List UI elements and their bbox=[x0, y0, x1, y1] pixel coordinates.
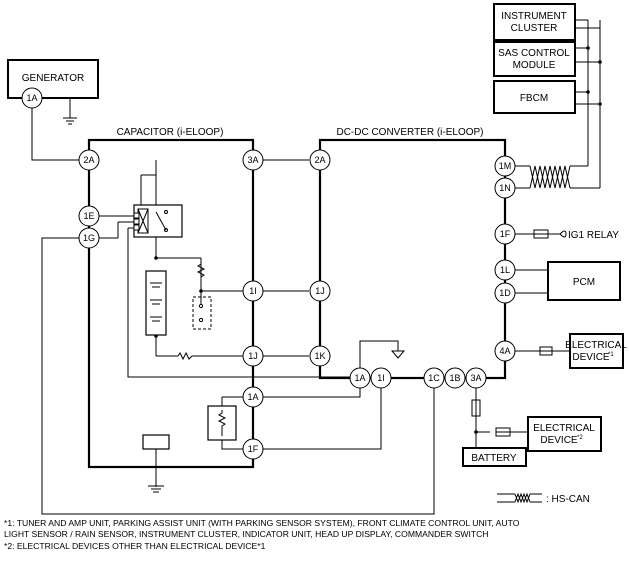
pin-dcdc-2a: 2A bbox=[309, 149, 331, 171]
svg-text:1K: 1K bbox=[314, 351, 325, 361]
fbcm-label: FBCM bbox=[520, 93, 548, 104]
capacitor-bottom-module bbox=[142, 434, 170, 450]
footnote-2: *2: ELECTRICAL DEVICES OTHER THAN ELECTR… bbox=[4, 541, 266, 551]
pin-dcdc-bottom-1c: 1C bbox=[423, 367, 445, 389]
svg-text:1I: 1I bbox=[377, 373, 385, 383]
svg-text:2A: 2A bbox=[314, 155, 325, 165]
fuse-icon bbox=[495, 427, 511, 437]
wires bbox=[31, 19, 601, 515]
hs-can-twist bbox=[529, 165, 571, 189]
svg-text:1I: 1I bbox=[249, 286, 257, 296]
capacitor-cells bbox=[145, 270, 167, 336]
svg-text:1N: 1N bbox=[499, 183, 511, 193]
ig1-relay-label: IG1 RELAY bbox=[568, 230, 619, 241]
pin-dcdc-bottom-3a: 3A bbox=[465, 367, 487, 389]
capacitor-ground bbox=[148, 467, 164, 493]
dcdc-converter-box bbox=[318, 138, 507, 380]
svg-text:2A: 2A bbox=[83, 155, 94, 165]
pcm-label: PCM bbox=[573, 277, 595, 288]
generator-label: GENERATOR bbox=[22, 73, 84, 84]
pin-dcdc-bottom-1i: 1I bbox=[370, 367, 392, 389]
fbcm-box bbox=[493, 80, 576, 114]
electrical-device-2-label: DEVICE bbox=[540, 435, 578, 446]
capacitor-box bbox=[87, 138, 255, 469]
pin-dcdc-1n: 1N bbox=[494, 177, 516, 199]
instrument-cluster-label: INSTRUMENT bbox=[501, 11, 567, 22]
sas-control-module-label: MODULE bbox=[513, 60, 556, 71]
footnote-1-line-1: *1: TUNER AND AMP UNIT, PARKING ASSIST U… bbox=[4, 518, 520, 528]
svg-text:1C: 1C bbox=[428, 373, 440, 383]
pin-capacitor-1j: 1J bbox=[242, 345, 264, 367]
electrical-device-1-box bbox=[569, 333, 624, 369]
electrical-device-2-box bbox=[527, 416, 602, 452]
pin-capacitor-3a: 3A bbox=[242, 149, 264, 171]
pin-capacitor-1i: 1I bbox=[242, 280, 264, 302]
junction-dots bbox=[154, 46, 602, 434]
instrument-cluster-box bbox=[493, 3, 576, 41]
pin-capacitor-1f: 1F bbox=[242, 438, 264, 460]
pin-dcdc-4a: 4A bbox=[494, 340, 516, 362]
capacitor-relay bbox=[133, 204, 183, 238]
pin-dcdc-1f: 1F bbox=[494, 223, 516, 245]
svg-text:1E: 1E bbox=[83, 211, 94, 221]
pin-capacitor-1a: 1A bbox=[242, 386, 264, 408]
fuse-icon bbox=[539, 346, 553, 356]
svg-text:1B: 1B bbox=[449, 373, 460, 383]
svg-text:1A: 1A bbox=[247, 392, 258, 402]
pin-dcdc-1d: 1D bbox=[494, 282, 516, 304]
hs-can-legend: : HS-CAN bbox=[497, 492, 590, 505]
pin-dcdc-1j: 1J bbox=[309, 280, 331, 302]
svg-text:3A: 3A bbox=[247, 155, 258, 165]
fuse-icon bbox=[533, 229, 549, 239]
electrical-device-1-label: DEVICE bbox=[572, 352, 610, 363]
svg-text:1M: 1M bbox=[499, 161, 512, 171]
pin-capacitor-2a: 2A bbox=[78, 149, 100, 171]
electrical-device-1-label: ELECTRICAL bbox=[565, 340, 627, 351]
battery-box bbox=[462, 447, 527, 467]
electrical-device-2-label: ELECTRICAL bbox=[533, 423, 595, 434]
svg-text:1L: 1L bbox=[500, 265, 510, 275]
capacitor-resistor-switch bbox=[177, 258, 212, 361]
fuse-icon bbox=[471, 399, 481, 417]
svg-text:1F: 1F bbox=[500, 229, 511, 239]
electrical-device-2-footnote: *2 bbox=[577, 435, 583, 441]
svg-text:1A: 1A bbox=[26, 93, 37, 103]
svg-text:1G: 1G bbox=[83, 233, 95, 243]
pcm-box bbox=[547, 261, 621, 301]
svg-text:4A: 4A bbox=[499, 346, 510, 356]
capacitor-title: CAPACITOR (i-ELOOP) bbox=[117, 127, 224, 138]
svg-text:1F: 1F bbox=[248, 444, 259, 454]
relay-arrow-icon bbox=[559, 230, 567, 238]
dcdc-title: DC-DC CONVERTER (i-ELOOP) bbox=[336, 127, 483, 138]
pin-dcdc-1m: 1M bbox=[494, 155, 516, 177]
dcdc-ground-symbol bbox=[390, 348, 406, 359]
svg-text:1A: 1A bbox=[354, 373, 365, 383]
svg-text:3A: 3A bbox=[470, 373, 481, 383]
pin-capacitor-1g: 1G bbox=[78, 227, 100, 249]
generator-box bbox=[7, 59, 99, 99]
sas-control-module-label: SAS CONTROL bbox=[498, 48, 570, 59]
pin-generator-1a: 1A bbox=[21, 87, 43, 109]
footnote-1-line-2: LIGHT SENSOR / RAIN SENSOR, INSTRUMENT C… bbox=[4, 529, 489, 539]
battery-label: BATTERY bbox=[471, 453, 517, 464]
instrument-cluster-label: CLUSTER bbox=[511, 23, 558, 34]
hs-can-legend-label: : HS-CAN bbox=[546, 494, 590, 505]
pin-dcdc-bottom-1a: 1A bbox=[349, 367, 371, 389]
pin-dcdc-1k: 1K bbox=[309, 345, 331, 367]
svg-text:1J: 1J bbox=[315, 286, 325, 296]
pin-capacitor-1e: 1E bbox=[78, 205, 100, 227]
svg-text:1J: 1J bbox=[248, 351, 258, 361]
sas-control-module-box bbox=[493, 41, 576, 77]
svg-text:1D: 1D bbox=[499, 288, 511, 298]
pin-dcdc-bottom-1b: 1B bbox=[444, 367, 466, 389]
electrical-device-1-footnote: *1 bbox=[608, 352, 614, 358]
pin-dcdc-1l: 1L bbox=[494, 259, 516, 281]
capacitor-temperature-sensor bbox=[207, 405, 237, 441]
